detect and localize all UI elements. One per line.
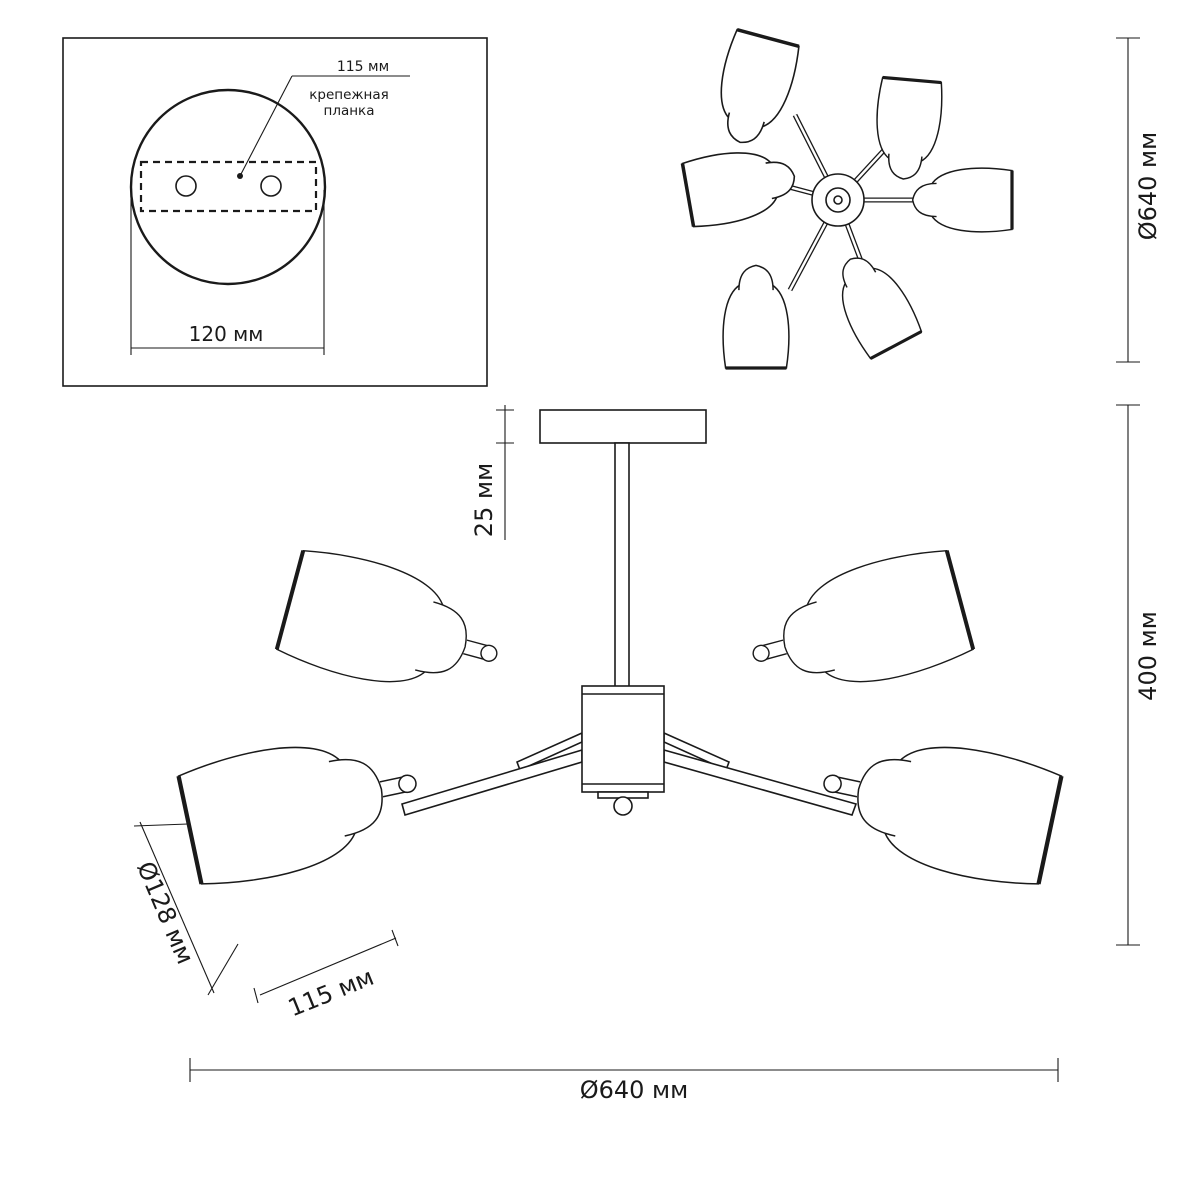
arms <box>401 731 858 817</box>
screw-hole-left <box>175 175 197 197</box>
canopy <box>539 409 707 444</box>
total-height-label: 400 мм <box>1134 611 1162 701</box>
mount-plate-circle <box>129 88 327 286</box>
mount-plate-view: 115 мм крепежная планка 120 мм <box>62 37 488 387</box>
mounting-bracket <box>139 160 318 213</box>
top-view: Ø640 мм <box>680 27 1162 370</box>
top-shade-2 <box>870 75 946 184</box>
plate-length-label: 115 мм <box>337 59 389 75</box>
bracket-label-line2: планка <box>324 103 375 119</box>
side-view: 25 мм 400 мм Ø128 мм 115 мм Ø640 мм <box>131 404 1162 1104</box>
shade-height-label: 115 мм <box>284 963 378 1023</box>
mount-plate-frame <box>62 37 488 387</box>
central-hub <box>581 685 665 793</box>
shade-upper-left <box>272 541 514 714</box>
top-shade-1 <box>704 27 804 154</box>
bracket-label-line1: крепежная <box>309 87 389 103</box>
canopy-height-label: 25 мм <box>470 463 498 537</box>
screw-hole-right <box>260 175 282 197</box>
total-diameter-label: Ø640 мм <box>580 1076 689 1104</box>
shade-lower-left <box>177 720 429 891</box>
top-shade-4 <box>911 166 1014 234</box>
top-shade-3 <box>680 140 803 231</box>
shade-upper-right <box>736 541 978 714</box>
stem-rod <box>614 442 630 689</box>
top-shade-6 <box>821 242 926 362</box>
top-shade-5 <box>721 263 791 370</box>
bottom-finial <box>613 796 633 816</box>
shade-diameter-label: Ø128 мм <box>131 857 199 968</box>
plate-diameter-label: 120 мм <box>189 322 264 346</box>
top-view-diameter-label: Ø640 мм <box>1134 132 1162 241</box>
